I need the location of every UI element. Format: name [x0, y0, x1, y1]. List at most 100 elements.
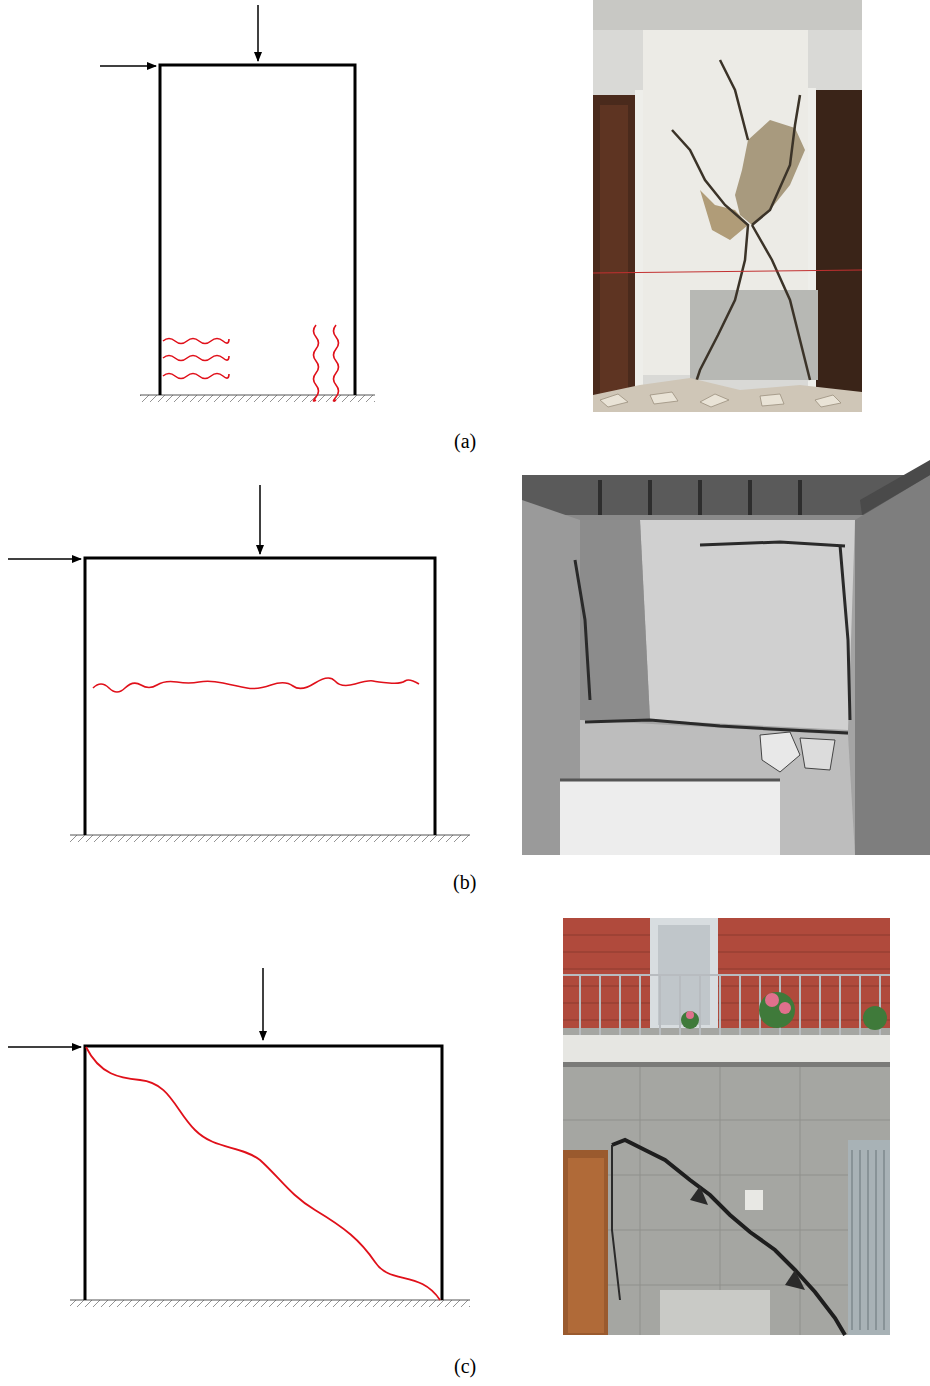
cracked-pier-photo-part-part: [760, 394, 784, 406]
diagonal-crack-photo-part-part: [883, 1150, 885, 1330]
cracked-pier-photo-part: [593, 0, 862, 412]
sliding-wall-photo-part: [600, 480, 800, 515]
sliding-wall-scheme-part: [70, 835, 470, 842]
cracked-pier-photo-part: [593, 95, 635, 412]
sliding-wall-photo-part: [855, 475, 930, 855]
cracked-pier-photo-part: [672, 60, 810, 400]
sliding-wall-photo-part-part: [648, 480, 652, 515]
diagonal-crack-photo-part-part: [839, 975, 841, 1035]
sliding-wall-photo-part: [560, 779, 780, 782]
diagonal-crack-photo-part-part: [799, 975, 801, 1035]
cracked-pier-photo-part: [700, 190, 748, 240]
sliding-wall-photo: [522, 460, 930, 855]
cracked-pier-photo-part: [593, 270, 862, 273]
sliding-wall-photo-part: [800, 738, 835, 770]
diagonal-crack-photo-part-part: [563, 1120, 890, 1121]
diagonal-crack-photo-part-part: [859, 1150, 861, 1330]
sliding-wall-photo-part-part: [698, 480, 702, 515]
diagonal-crack-photo-part-part: [739, 975, 741, 1035]
rocking-wall-scheme-part: [140, 395, 375, 396]
diagonal-crack-photo-part: [612, 1145, 620, 1300]
diagonal-crack-photo-part-part: [599, 975, 601, 1035]
diagonal-crack-photo-part-part: [639, 975, 641, 1035]
sliding-wall-scheme-part: [85, 558, 435, 835]
cracked-pier-photo-part-part: [600, 394, 628, 407]
diagonal-crack-photo-part: [563, 1150, 608, 1335]
diagonal-crack-photo-part-part: [851, 1150, 853, 1330]
rocking-wall-scheme-part-part: [163, 356, 229, 361]
diagonal-crack-photo-part-part: [875, 1150, 877, 1330]
diagonal-crack-photo-part-part: [579, 975, 581, 1035]
diagonal-crack-photo-part: [681, 1011, 699, 1029]
diagonal-crack-photo-part-part: [679, 975, 681, 1035]
cracked-pier-photo-part-part: [815, 395, 841, 407]
diagonal-crack-photo-part: [563, 1062, 890, 1067]
diagonal-crack-photo-part: [563, 1035, 890, 1065]
diagonal-crack-photo-part-part: [819, 975, 821, 1035]
cracked-pier-photo-part: [815, 90, 862, 412]
cracked-pier-photo-part-part: [672, 130, 748, 400]
sliding-wall-scheme-part: [70, 835, 470, 836]
cracked-pier-photo-part-part: [720, 60, 748, 140]
diagonal-crack-photo-part-part: [640, 1067, 641, 1335]
diagonal-crack-photo-part-part: [699, 975, 701, 1035]
rocking-wall-scheme-part: [100, 65, 156, 67]
rocking-wall-scheme-part: [163, 325, 339, 401]
diagonal-crack-photo-part-part: [563, 952, 890, 953]
rocking-wall-scheme-part-part: [314, 325, 319, 401]
diagonal-crack-photo-part: [852, 1150, 884, 1330]
panel-label: (c): [454, 1356, 476, 1376]
sliding-wall-photo-part: [860, 460, 930, 515]
diagonal-crack-photo-part-part: [719, 975, 721, 1035]
cracked-pier-photo-part-part: [752, 225, 810, 380]
rocking-wall-scheme-part-part: [334, 325, 339, 401]
shear-wall-scheme-part: [85, 1046, 442, 1300]
cracked-pier-photo-part-part: [700, 394, 729, 407]
shear-wall-scheme-part: [70, 1300, 470, 1307]
panel-label: (a): [454, 431, 476, 451]
diagonal-crack-photo-part-part: [659, 975, 661, 1035]
diagonal-crack-photo-part: [863, 1006, 887, 1030]
sliding-wall-photo-part-part: [700, 542, 845, 546]
rocking-wall-scheme-part: [160, 65, 355, 395]
diagonal-crack-photo-part: [563, 918, 890, 1335]
sliding-wall-photo-part-part: [598, 480, 602, 515]
diagonal-crack-photo-part-part: [859, 975, 861, 1035]
sliding-wall-photo-part: [575, 542, 850, 733]
diagonal-crack-photo-part: [686, 1011, 694, 1019]
diagonal-crack-photo-part-part: [563, 1285, 890, 1286]
cracked-pier-photo-part-part: [752, 95, 800, 225]
sliding-wall-photo-part-part: [585, 720, 848, 733]
sliding-wall-photo-part-part: [575, 560, 590, 700]
shear-wall-scheme-part: [8, 1046, 81, 1048]
diagonal-crack-photo-part-part: [867, 1150, 869, 1330]
cracked-pier-photo-part: [593, 378, 862, 412]
sliding-wall-scheme-part: [259, 485, 261, 554]
cracked-pier-photo: [593, 0, 862, 412]
diagonal-crack-photo-part-part: [563, 935, 890, 936]
diagonal-crack-photo-part-part: [619, 975, 621, 1035]
diagonal-crack-photo-part: [563, 975, 890, 1035]
sliding-wall-photo-part-part: [748, 480, 752, 515]
sliding-wall-scheme-part: [93, 678, 419, 692]
panel-label: (b): [453, 872, 476, 892]
diagonal-crack-photo-part: [848, 1140, 890, 1335]
rocking-wall-scheme-part: [140, 395, 375, 402]
diagonal-crack-photo-part: [660, 1290, 770, 1335]
cracked-pier-photo-part: [600, 392, 841, 407]
sliding-wall-scheme: [8, 485, 470, 842]
rocking-wall-scheme-part-part: [163, 374, 229, 379]
sliding-wall-photo-part: [760, 732, 800, 772]
shear-wall-scheme-part: [262, 968, 264, 1040]
shear-wall-scheme-part: [86, 1047, 440, 1300]
cracked-pier-photo-part-part: [650, 392, 678, 404]
sliding-wall-photo-part-part: [798, 480, 802, 515]
diagonal-crack-photo-part: [568, 1158, 604, 1333]
rocking-wall-scheme-part: [257, 5, 259, 61]
diagonal-crack-photo-part-part: [563, 969, 890, 970]
sliding-wall-photo-part: [522, 475, 930, 855]
diagonal-crack-photo: [563, 918, 890, 1335]
sliding-wall-photo-part: [560, 780, 780, 855]
diagonal-crack-photo-part: [785, 1270, 805, 1290]
diagonal-crack-photo-part: [759, 992, 795, 1028]
